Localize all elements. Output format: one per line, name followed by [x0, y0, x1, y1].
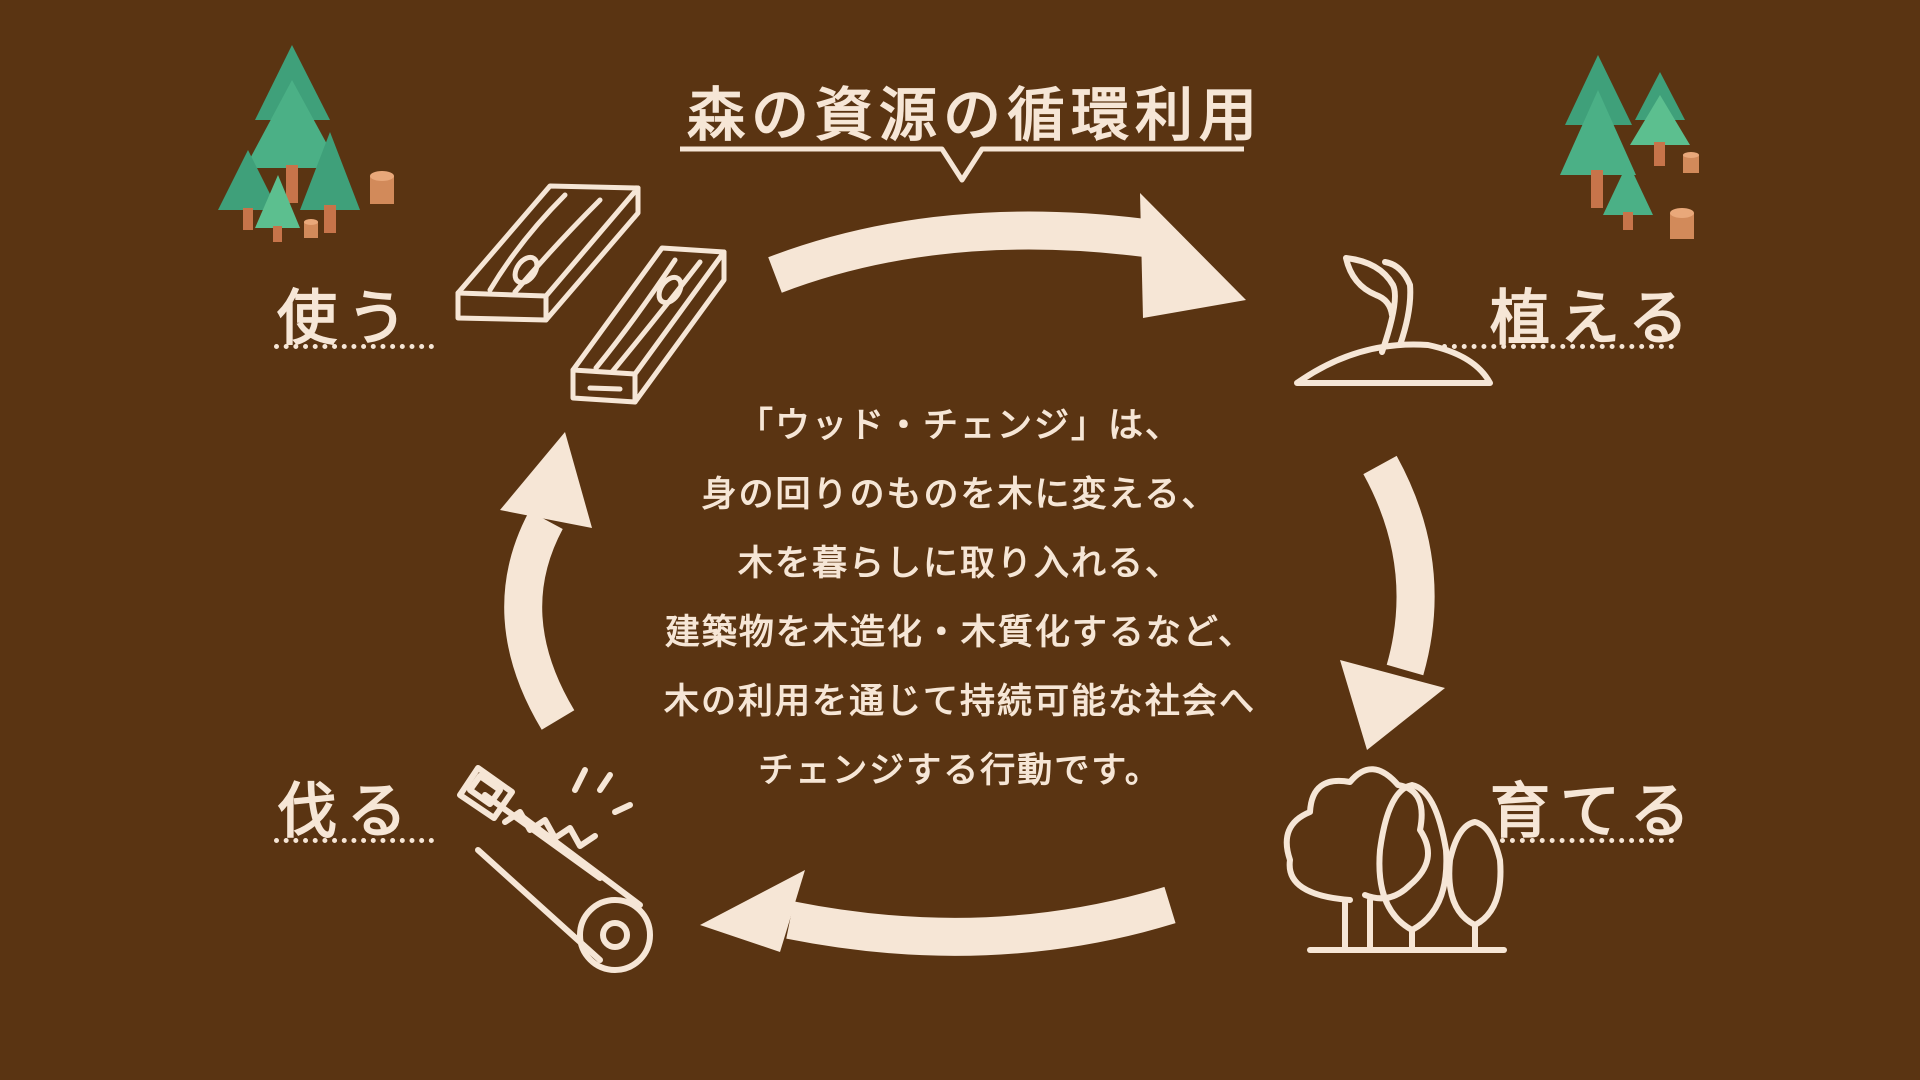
dotted-underline-use [274, 344, 434, 349]
cycle-arrows [500, 193, 1445, 956]
arrow-grow-to-cut [700, 870, 1176, 956]
arrow-plant-to-grow [1340, 455, 1445, 750]
saw-log-icon [457, 765, 653, 973]
description-line: 建築物を木造化・木質化するなど、 [664, 613, 1256, 653]
title-bracket [680, 146, 1244, 183]
arrow-cut-to-use [500, 432, 592, 730]
page-title: 森の資源の循環利用 [687, 81, 1264, 149]
dotted-underline-plant [1442, 344, 1674, 349]
trees-icon [1283, 766, 1507, 953]
description-line: 木の利用を通じて持続可能な社会へ [663, 682, 1256, 722]
stage-label-cut: 伐る [277, 777, 417, 847]
description-line: 木を暮らしに取り入れる、 [737, 544, 1182, 584]
sprout-icon [1294, 255, 1493, 386]
lumber-planks-icon [455, 183, 727, 405]
arrow-use-to-plant [768, 193, 1246, 318]
description-line: 「ウッド・チェンジ」は、 [737, 406, 1182, 446]
forest-cluster-left-icon [218, 45, 394, 242]
description-text: 「ウッド・チェンジ」は、 身の回りのものを木に変える、 木を暮らしに取り入れる、… [600, 392, 1320, 806]
stage-label-grow: 育てる [1490, 777, 1700, 847]
stage-label-plant: 植える [1490, 284, 1699, 354]
description-line: チェンジする行動です。 [758, 751, 1162, 791]
description-line: 身の回りのものを木に変える、 [701, 475, 1219, 515]
dotted-underline-grow [1500, 838, 1674, 843]
forest-cluster-right-icon [1560, 55, 1699, 239]
dotted-underline-cut [274, 838, 434, 843]
stage-label-use: 使う [277, 284, 417, 354]
